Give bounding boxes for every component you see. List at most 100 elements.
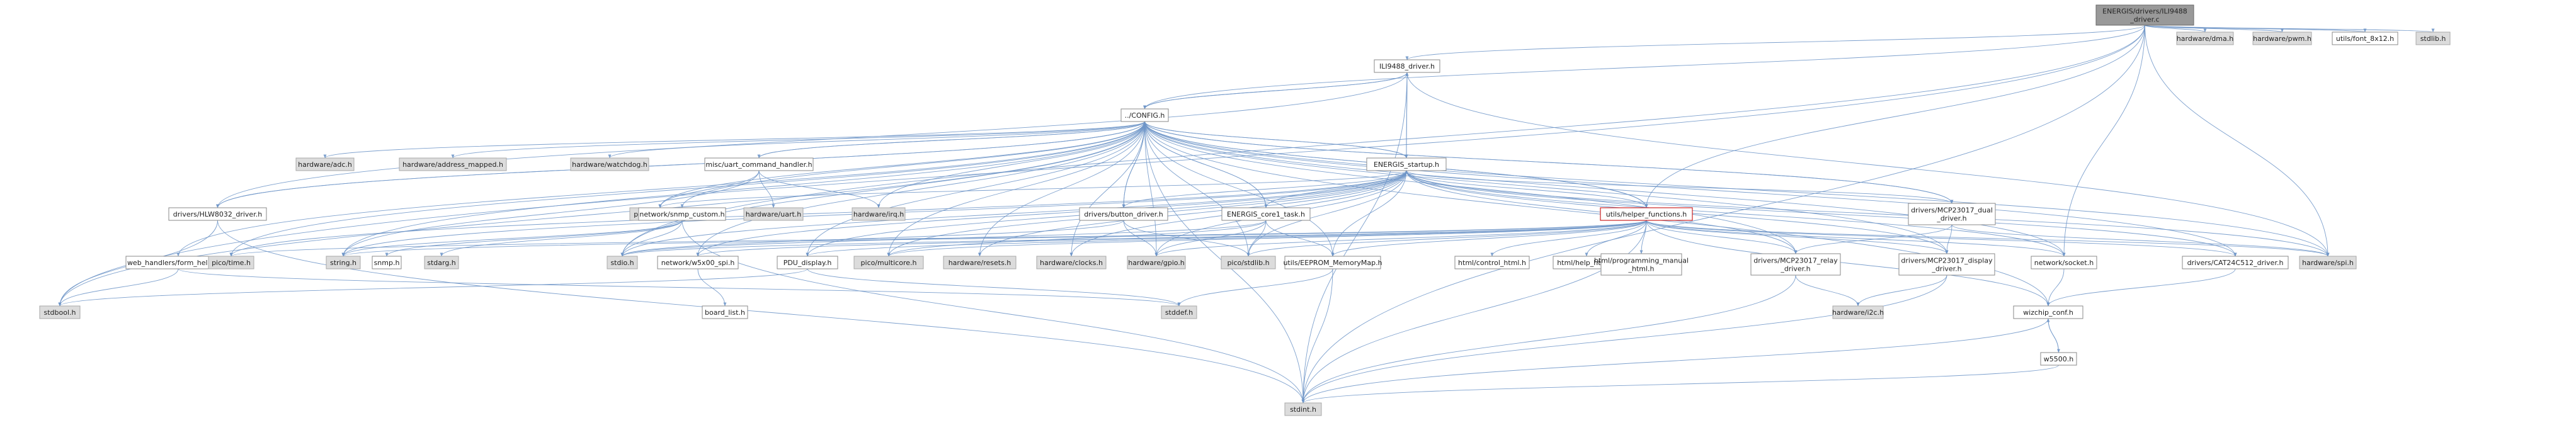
node-hw_i2c[interactable]: hardware/i2c.h xyxy=(1832,305,1884,319)
node-hw_adc[interactable]: hardware/adc.h xyxy=(295,157,355,171)
node-mcp_disp[interactable]: drivers/MCP23017_display_driver.h xyxy=(1898,253,1995,276)
node-cat24[interactable]: drivers/CAT24C512_driver.h xyxy=(2182,256,2289,269)
node-pico_stdlib[interactable]: pico/stdlib.h xyxy=(1221,256,1276,269)
node-label: ../CONFIG.h xyxy=(1125,111,1165,120)
node-startup[interactable]: ENERGIS_startup.h xyxy=(1366,157,1447,171)
node-box xyxy=(638,207,726,221)
node-box xyxy=(702,305,748,319)
edge-helper-to-string xyxy=(341,220,1647,257)
node-pdu[interactable]: PDU_display.h xyxy=(777,256,838,269)
node-label: stdio.h xyxy=(610,259,634,267)
node-label: hardware/dma.h xyxy=(2177,35,2233,43)
edge-root-to-stdint xyxy=(1301,25,2145,404)
node-wizspi[interactable]: network/w5x00_spi.h xyxy=(657,256,739,269)
edge-helper-to-hw_gpio xyxy=(1154,220,1647,257)
node-box xyxy=(1374,59,1440,73)
node-label: w5500.h xyxy=(2044,355,2073,363)
node-box xyxy=(1898,253,1995,276)
edge-core1-to-hw_gpio xyxy=(1154,220,1267,257)
node-hw_clocks[interactable]: hardware/clocks.h xyxy=(1036,256,1107,269)
node-pico_time[interactable]: pico/time.h xyxy=(208,256,254,269)
edge-snmp_custom-to-stdint xyxy=(681,220,1305,404)
node-hw_dma[interactable]: hardware/dma.h xyxy=(2176,31,2234,45)
node-label: hardware/i2c.h xyxy=(1832,308,1884,317)
edge-startup-to-cat24 xyxy=(1406,170,2237,257)
node-button[interactable]: drivers/button_driver.h xyxy=(1079,207,1168,221)
edge-config-to-stdbool xyxy=(58,121,1145,307)
edge-root-to-hw_spi xyxy=(2145,25,2330,257)
node-box xyxy=(326,256,361,269)
node-hw_pwm[interactable]: hardware/pwm.h xyxy=(2252,31,2312,45)
edge-net_sock-to-wizconf xyxy=(2046,268,2065,307)
node-stdlib[interactable]: stdlib.h xyxy=(2415,31,2451,45)
edge-mcp_dual-to-hw_spi xyxy=(1951,224,2330,257)
edge-config-to-hw_resets xyxy=(977,121,1145,257)
edge-w5500-to-stdint xyxy=(1301,365,2059,404)
node-hw_uart[interactable]: hardware/uart.h xyxy=(743,207,804,221)
node-hw_resets[interactable]: hardware/resets.h xyxy=(943,256,1017,269)
node-label: string.h xyxy=(330,259,356,267)
node-box xyxy=(1036,256,1107,269)
edge-web-to-stdbool xyxy=(58,268,179,307)
node-board[interactable]: board_list.h xyxy=(702,305,748,319)
node-stdio[interactable]: stdio.h xyxy=(607,256,638,269)
node-label: _driver.h xyxy=(1780,265,1810,273)
node-pico_mc[interactable]: pico/multicore.h xyxy=(853,256,924,269)
node-box xyxy=(2182,256,2289,269)
node-helper[interactable]: utils/helper_functions.h xyxy=(1600,207,1693,221)
node-stddef[interactable]: stddef.h xyxy=(1161,305,1197,319)
node-hlw[interactable]: drivers/HLW8032_driver.h xyxy=(168,207,267,221)
node-label: utils/font_8x12.h xyxy=(2336,35,2394,43)
node-net_sock[interactable]: network/socket.h xyxy=(2031,256,2097,269)
node-hw_gpio[interactable]: hardware/gpio.h xyxy=(1127,256,1186,269)
edge-config-to-pico_boot xyxy=(658,121,1145,208)
node-html_prog[interactable]: html/programming_manual_html.h xyxy=(1594,253,1689,276)
edge-root-to-net_sock xyxy=(2062,25,2145,257)
node-stdarg[interactable]: stdarg.h xyxy=(424,256,459,269)
node-ili[interactable]: ILI9488_driver.h xyxy=(1374,59,1440,73)
node-html_ctrl[interactable]: html/control_html.h xyxy=(1454,256,1530,269)
node-wizconf[interactable]: wizchip_conf.h xyxy=(2013,305,2083,319)
edge-config-to-stdio xyxy=(620,121,1145,257)
node-label: html/control_html.h xyxy=(1458,259,1526,267)
node-string[interactable]: string.h xyxy=(326,256,361,269)
node-font[interactable]: utils/font_8x12.h xyxy=(2332,31,2398,45)
edge-helper-to-hw_spi xyxy=(1646,220,2330,257)
node-label: hardware/gpio.h xyxy=(1128,259,1185,267)
node-stdint[interactable]: stdint.h xyxy=(1284,402,1322,416)
node-snmp_custom[interactable]: network/snmp_custom.h xyxy=(638,207,726,221)
node-mcp_dual[interactable]: drivers/MCP23017_dual_driver.h xyxy=(1908,203,1996,225)
node-hw_spi[interactable]: hardware/spi.h xyxy=(2299,256,2357,269)
edge-startup-to-hw_resets xyxy=(978,170,1407,257)
node-config[interactable]: ../CONFIG.h xyxy=(1120,108,1169,122)
edge-ili-to-hw_spi xyxy=(1406,72,2330,257)
node-w5500[interactable]: w5500.h xyxy=(2040,352,2077,366)
node-hw_irq[interactable]: hardware/irq.h xyxy=(852,207,906,221)
node-hw_addr[interactable]: hardware/address_mapped.h xyxy=(399,157,507,171)
node-label: html/programming_manual xyxy=(1594,257,1689,265)
node-mcp_relay[interactable]: drivers/MCP23017_relay_driver.h xyxy=(1750,253,1841,276)
edge-misc_uart-to-pico_boot xyxy=(658,170,760,208)
node-label: _driver.c xyxy=(2129,16,2159,24)
node-box xyxy=(372,256,402,269)
edge-core1-to-pico_mc xyxy=(887,220,1267,257)
edge-w5500-to-wizconf xyxy=(2046,318,2059,353)
node-label: drivers/CAT24C512_driver.h xyxy=(2187,259,2284,267)
node-eeprom[interactable]: utils/EEPROM_MemoryMap.h xyxy=(1283,256,1382,269)
node-box xyxy=(943,256,1017,269)
node-snmp[interactable]: snmp.h xyxy=(372,256,402,269)
node-web[interactable]: web_handlers/form_helpers.h xyxy=(125,256,231,269)
node-core1[interactable]: ENERGIS_core1_task.h xyxy=(1221,207,1311,221)
node-hw_wdog[interactable]: hardware/watchdog.h xyxy=(570,157,649,171)
edge-startup-to-mcp_dual xyxy=(1406,170,1954,204)
node-box xyxy=(1750,253,1841,276)
node-label: drivers/HLW8032_driver.h xyxy=(173,210,262,218)
node-stdbool[interactable]: stdbool.h xyxy=(39,305,81,319)
node-box xyxy=(2040,352,2077,366)
edge-eeprom-to-stdint xyxy=(1301,268,1333,404)
node-misc_uart[interactable]: misc/uart_command_handler.h xyxy=(704,157,814,171)
edge-startup-to-hw_spi xyxy=(1406,170,2330,257)
node-root[interactable]: ENERGIS/drivers/ILI9488_driver.c xyxy=(2095,4,2194,26)
edge-web-to-stddef xyxy=(178,268,1181,307)
